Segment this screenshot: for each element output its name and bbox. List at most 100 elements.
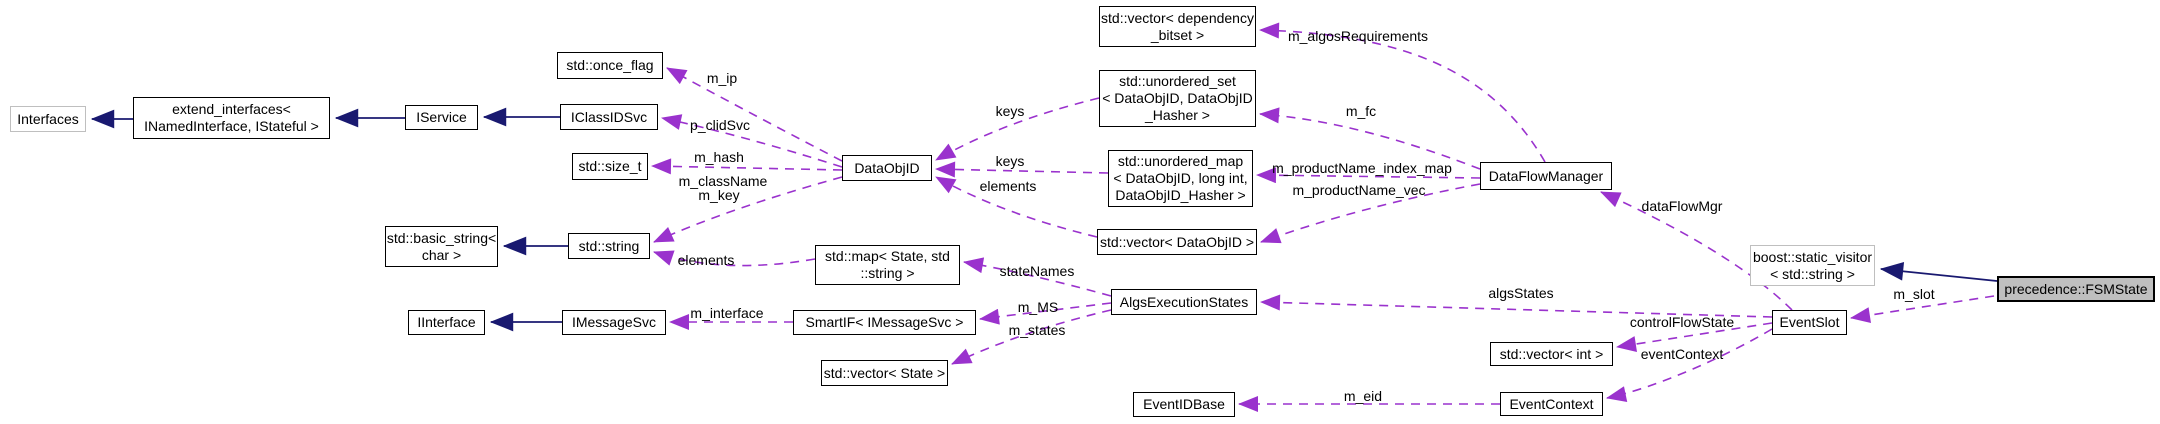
edge-label: m_MS [1017, 299, 1059, 315]
class-node-label: ::string > [860, 265, 915, 281]
class-node-algsexec[interactable]: AlgsExecutionStates [1111, 289, 1257, 315]
class-node-dataobjid[interactable]: DataObjID [842, 155, 932, 181]
edge-dataobjid-once_flag [666, 67, 843, 162]
edge-eventslot-algsexec [1260, 294, 1773, 318]
edge-label: m_slot [1893, 286, 1935, 302]
class-node-label: EventIDBase [1143, 396, 1225, 412]
class-node-label: std::size_t [578, 158, 642, 174]
edge-label: m_fc [1345, 103, 1377, 119]
class-node-eventidbase[interactable]: EventIDBase [1133, 392, 1235, 417]
edge-dataflowmgr-vec_depbitset [1259, 22, 1546, 163]
class-node-label: _bitset > [1150, 26, 1205, 43]
edge-fsmstate-eventslot [1850, 295, 1995, 324]
edge-dataobjid-size_t [651, 158, 843, 175]
edge-label: m_interface [690, 305, 764, 321]
class-node-eventcontext[interactable]: EventContext [1500, 392, 1603, 416]
class-node-label: std::vector< DataObjID > [1099, 233, 1255, 250]
class-node-imessagesvc[interactable]: IMessageSvc [562, 310, 666, 335]
class-node-stdstring[interactable]: std::string [568, 233, 650, 259]
edge-label: m_eid [1343, 388, 1383, 404]
edge-label: m_productName_vec [1292, 182, 1426, 198]
class-node-once_flag[interactable]: std::once_flag [557, 52, 663, 79]
class-node-label: std::vector< dependency [1101, 9, 1254, 26]
class-node-label: IInterface [417, 314, 476, 330]
class-node-iservice[interactable]: IService [405, 105, 478, 130]
class-node-label: < DataObjID, DataObjID [1102, 90, 1253, 106]
edge-dataflowmgr-unordered_map [1256, 167, 1481, 184]
edge-label: dataFlowMgr [1641, 198, 1723, 214]
edge-eventslot-dataflowmgr [1600, 191, 1793, 311]
class-node-fsmstate: precedence::FSMState [1997, 276, 2155, 302]
class-node-iinterface[interactable]: IInterface [408, 310, 485, 335]
edge-label: m_states [1008, 322, 1066, 338]
edge-label: p_clidSvc [690, 117, 750, 133]
class-node-unordered_map[interactable]: std::unordered_map< DataObjID, long int,… [1108, 150, 1253, 207]
edge-unordered_map-dataobjid [935, 161, 1109, 178]
class-node-basic_string[interactable]: std::basic_string<char > [385, 226, 498, 267]
class-node-label: std::unordered_map [1117, 153, 1244, 169]
edge-map_state-stdstring [653, 250, 816, 267]
class-node-label: DataObjID [854, 159, 920, 176]
edge-algsexec-map_state [963, 257, 1112, 297]
edge-label: m_key [698, 187, 740, 203]
class-node-label: DataObjID_Hasher > [1115, 187, 1246, 203]
edge-dataobjid-stdstring [653, 176, 843, 243]
edge-unordered_set-dataobjid [935, 97, 1100, 161]
class-node-label: std::vector< int > [1499, 345, 1604, 362]
class-node-label: _Hasher > [1145, 107, 1210, 123]
edge-label: eventContext [1640, 346, 1724, 362]
class-node-size_t[interactable]: std::size_t [572, 153, 648, 180]
class-node-static_visitor: boost::static_visitor< std::string > [1750, 245, 1875, 286]
class-node-label: precedence::FSMState [2004, 280, 2148, 297]
edge-label: stateNames [999, 263, 1075, 279]
class-node-label: extend_interfaces< [172, 101, 291, 117]
class-node-label: DataFlowManager [1488, 167, 1604, 184]
edge-vec_dataobjid-dataobjid [935, 176, 1098, 238]
edge-label: m_algosRequirements [1287, 28, 1429, 44]
edge-label: m_ip [706, 70, 738, 86]
class-node-label: IService [416, 109, 467, 125]
class-node-extend_interfaces[interactable]: extend_interfaces<INamedInterface, IStat… [133, 97, 330, 139]
class-node-label: std::string [578, 237, 640, 254]
class-node-label: IMessageSvc [571, 314, 657, 330]
class-node-vector_state[interactable]: std::vector< State > [821, 360, 948, 386]
edge-dataflowmgr-unordered_set [1259, 107, 1481, 170]
class-node-label: std::unordered_set [1119, 73, 1236, 89]
edge-label: m_hash [694, 149, 744, 165]
edge-dataobjid-iclassidsvc [661, 114, 843, 168]
class-node-label: EventSlot [1779, 314, 1840, 330]
class-node-label: AlgsExecutionStates [1119, 293, 1249, 310]
edge-label: elements [677, 252, 735, 268]
edge-dataflowmgr-vec_dataobjid [1260, 183, 1481, 244]
class-node-label: std::map< State, std [825, 248, 950, 264]
class-node-label: Interfaces [17, 110, 79, 127]
class-node-eventslot[interactable]: EventSlot [1772, 310, 1847, 335]
edge-label: keys [995, 103, 1025, 119]
class-node-label: SmartIF< IMessageSvc > [805, 314, 964, 330]
edge-fsmstate-static_visitor [1879, 261, 1998, 282]
edge-label: keys [995, 153, 1025, 169]
class-node-map_state[interactable]: std::map< State, std::string > [815, 245, 960, 285]
edge-label: elements [979, 178, 1037, 194]
class-node-label: std::vector< State > [823, 364, 946, 381]
edge-label: m_className [678, 173, 768, 189]
class-node-iclassidsvc[interactable]: IClassIDSvc [560, 104, 658, 130]
edge-algsexec-vector_state [951, 309, 1112, 365]
class-node-dataflowmgr[interactable]: DataFlowManager [1480, 162, 1612, 190]
edge-eventslot-eventcontext [1606, 328, 1773, 402]
class-node-vector_int[interactable]: std::vector< int > [1490, 342, 1613, 366]
edge-label: controlFlowState [1629, 314, 1735, 330]
edge-label: m_productName_index_map [1272, 160, 1452, 176]
class-node-label: std::once_flag [566, 57, 654, 73]
class-node-label: INamedInterface, IStateful > [144, 118, 319, 134]
class-node-label: boost::static_visitor [1752, 248, 1873, 265]
edge-label: algsStates [1488, 285, 1554, 301]
class-node-vec_depbitset[interactable]: std::vector< dependency_bitset > [1099, 6, 1256, 47]
class-node-vec_dataobjid[interactable]: std::vector< DataObjID > [1097, 229, 1257, 255]
class-node-label: char > [421, 246, 462, 263]
edge-eventslot-vector_int [1616, 322, 1773, 352]
class-node-smartif[interactable]: SmartIF< IMessageSvc > [793, 310, 976, 335]
class-node-unordered_set[interactable]: std::unordered_set< DataObjID, DataObjID… [1099, 70, 1256, 127]
